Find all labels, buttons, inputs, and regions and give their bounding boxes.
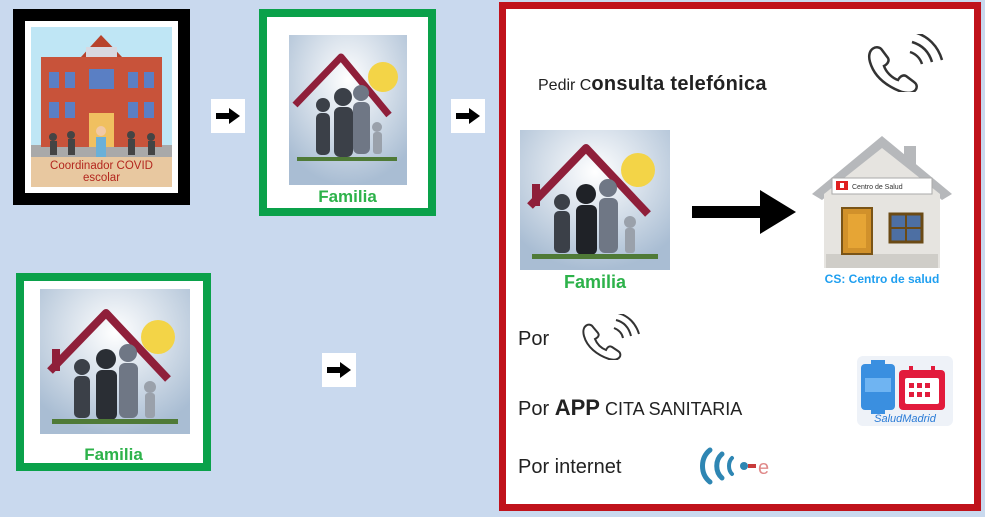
por-internet-text: Por internet — [518, 456, 622, 478]
familia-card-bottom: Familia — [16, 273, 211, 471]
por-phone-text: Por — [518, 328, 550, 350]
app-bold: APP — [554, 395, 600, 420]
por-app-text: Por APP CITA SANITARIA — [518, 395, 742, 421]
app-prefix: Por — [518, 398, 555, 420]
health-center-house-icon: Centro de Salud — [812, 136, 952, 268]
arrow-right-icon — [451, 99, 485, 133]
family-house-illustration — [40, 289, 190, 434]
arrow-right-icon — [692, 190, 796, 234]
arrow-right-icon — [211, 99, 245, 133]
family-house-illustration — [520, 130, 670, 270]
svg-text:e: e — [758, 457, 769, 479]
coordinador-card: Coordinador COVID escolar — [13, 9, 190, 205]
consulta-bold: onsulta telefónica — [591, 73, 767, 95]
arrow-right-icon — [322, 353, 356, 387]
internet-signal-icon: e — [700, 447, 769, 485]
coordinador-label: Coordinador COVID escolar — [31, 157, 172, 187]
phone-icon — [582, 314, 640, 360]
familia-label-top: Familia — [318, 187, 377, 206]
phone-icon — [867, 34, 944, 92]
consulta-prefix: Pedir C — [538, 77, 592, 94]
house-sign-text: Centro de Salud — [852, 184, 903, 191]
familia-label-bottom: Familia — [84, 445, 143, 464]
familia-card-top: Familia — [259, 9, 436, 216]
salud-madrid-logo — [857, 356, 953, 426]
app-suffix: CITA SANITARIA — [599, 399, 743, 419]
school-building-illustration — [31, 27, 172, 177]
cs-label: CS: Centro de salud — [824, 272, 940, 286]
familia-label-panel: Familia — [563, 272, 627, 292]
family-house-illustration — [289, 35, 407, 185]
consulta-telefonica-text: Pedir Consulta telefónica — [538, 73, 767, 96]
salud-madrid-label: SaludMadrid — [874, 413, 936, 425]
